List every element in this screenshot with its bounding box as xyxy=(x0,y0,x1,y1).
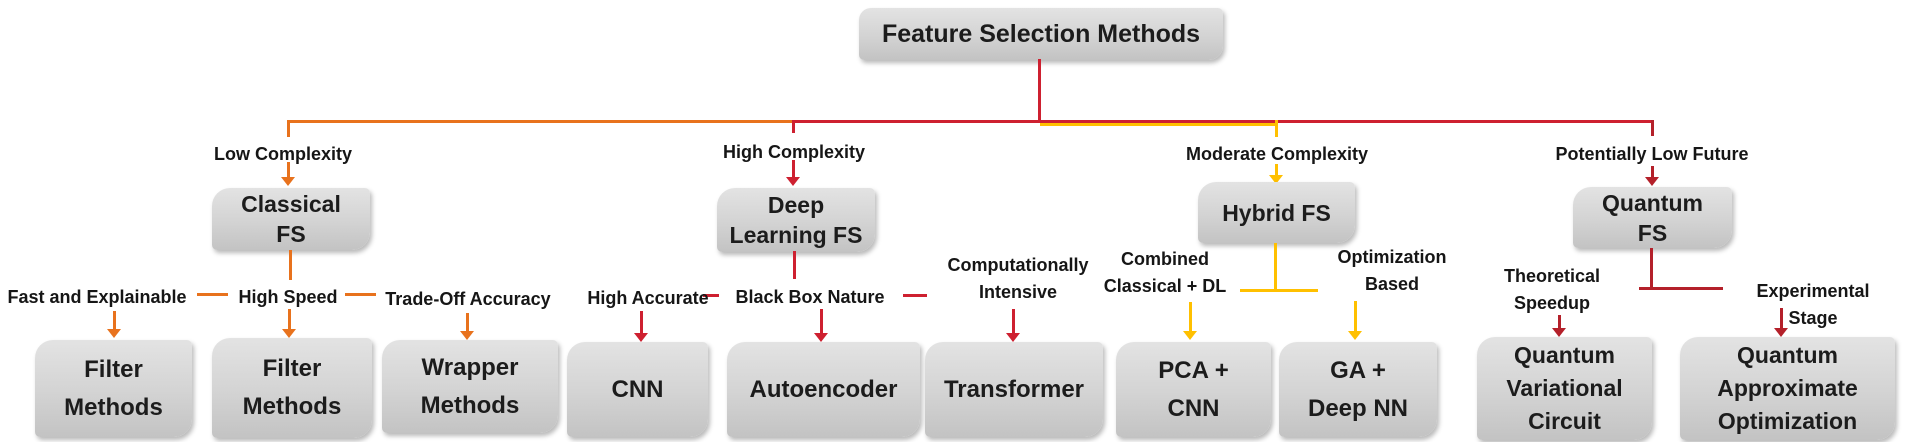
criterion-label-high-accurate: High Accurate xyxy=(587,288,709,308)
leaf-node-pca-cnn: PCA + CNN xyxy=(1116,342,1271,437)
connector-tick-classical xyxy=(287,120,290,137)
leaf-node-filter-methods-1: Filter Methods xyxy=(35,340,192,437)
connector-tick-deep-learning xyxy=(792,120,795,133)
branch-node-hybrid-fs: Hybrid FS xyxy=(1198,182,1355,243)
criterion-label-trade-off-accuracy: Trade-Off Accuracy xyxy=(385,289,551,309)
criterion-label-high-speed: High Speed xyxy=(238,287,338,307)
leaf-node-quantum-approximate-optimization: Quantum Approximate Optimization xyxy=(1680,337,1895,440)
connector-trunk xyxy=(1038,59,1041,122)
connector-classical-stem xyxy=(289,250,292,280)
branch-label-potentially-low-future: Potentially Low Future xyxy=(1555,144,1749,164)
connector-tick-quantum xyxy=(1651,120,1654,136)
leaf-node-quantum-variational-circuit: Quantum Variational Circuit xyxy=(1477,337,1652,440)
connector-hybrid-tbar xyxy=(1240,289,1318,292)
connector-main-red xyxy=(794,120,1654,123)
dash-red-2 xyxy=(903,294,927,297)
connector-tick-hybrid xyxy=(1275,120,1278,137)
connector-hybrid-stem xyxy=(1274,243,1277,291)
leaf-node-autoencoder: Autoencoder xyxy=(727,342,920,437)
branch-node-quantum-fs: Quantum FS xyxy=(1573,187,1732,248)
leaf-node-cnn: CNN xyxy=(567,342,708,437)
root-node-feature-selection-methods: Feature Selection Methods xyxy=(859,8,1223,60)
branch-label-moderate-complexity: Moderate Complexity xyxy=(1185,144,1369,164)
leaf-node-filter-methods-2: Filter Methods xyxy=(212,338,372,438)
criterion-label-black-box-nature: Black Box Nature xyxy=(735,287,885,307)
branch-label-low-complexity: Low Complexity xyxy=(213,144,353,164)
branch-label-high-complexity: High Complexity xyxy=(722,142,866,162)
connector-main-gold xyxy=(1040,123,1277,126)
leaf-node-ga-deep-nn: GA + Deep NN xyxy=(1279,342,1437,437)
dash-orange-2 xyxy=(345,293,376,296)
criterion-label-experimental-stage: Experimental Stage xyxy=(1756,281,1870,328)
criterion-label-computationally-intensive: Computationally Intensive xyxy=(947,255,1089,302)
criterion-label-combined-classical-dl: Combined Classical + DL xyxy=(1103,249,1227,296)
connector-quantum-stem xyxy=(1650,248,1653,289)
connector-deep-learning-stem xyxy=(793,251,796,279)
leaf-node-transformer: Transformer xyxy=(925,342,1103,437)
connector-quantum-tbar xyxy=(1639,287,1723,290)
branch-node-deep-learning-fs: Deep Learning FS xyxy=(717,188,875,252)
leaf-node-wrapper-methods: Wrapper Methods xyxy=(382,340,558,433)
criterion-label-optimization-based: Optimization Based xyxy=(1337,247,1447,294)
dash-red-1 xyxy=(703,294,719,297)
connector-main-orange xyxy=(287,120,794,123)
criterion-label-theoretical-speedup: Theoretical Speedup xyxy=(1503,266,1601,313)
criterion-label-fast-and-explainable: Fast and Explainable xyxy=(7,287,187,307)
dash-orange-1 xyxy=(197,293,228,296)
branch-node-classical-fs: Classical FS xyxy=(212,188,370,250)
